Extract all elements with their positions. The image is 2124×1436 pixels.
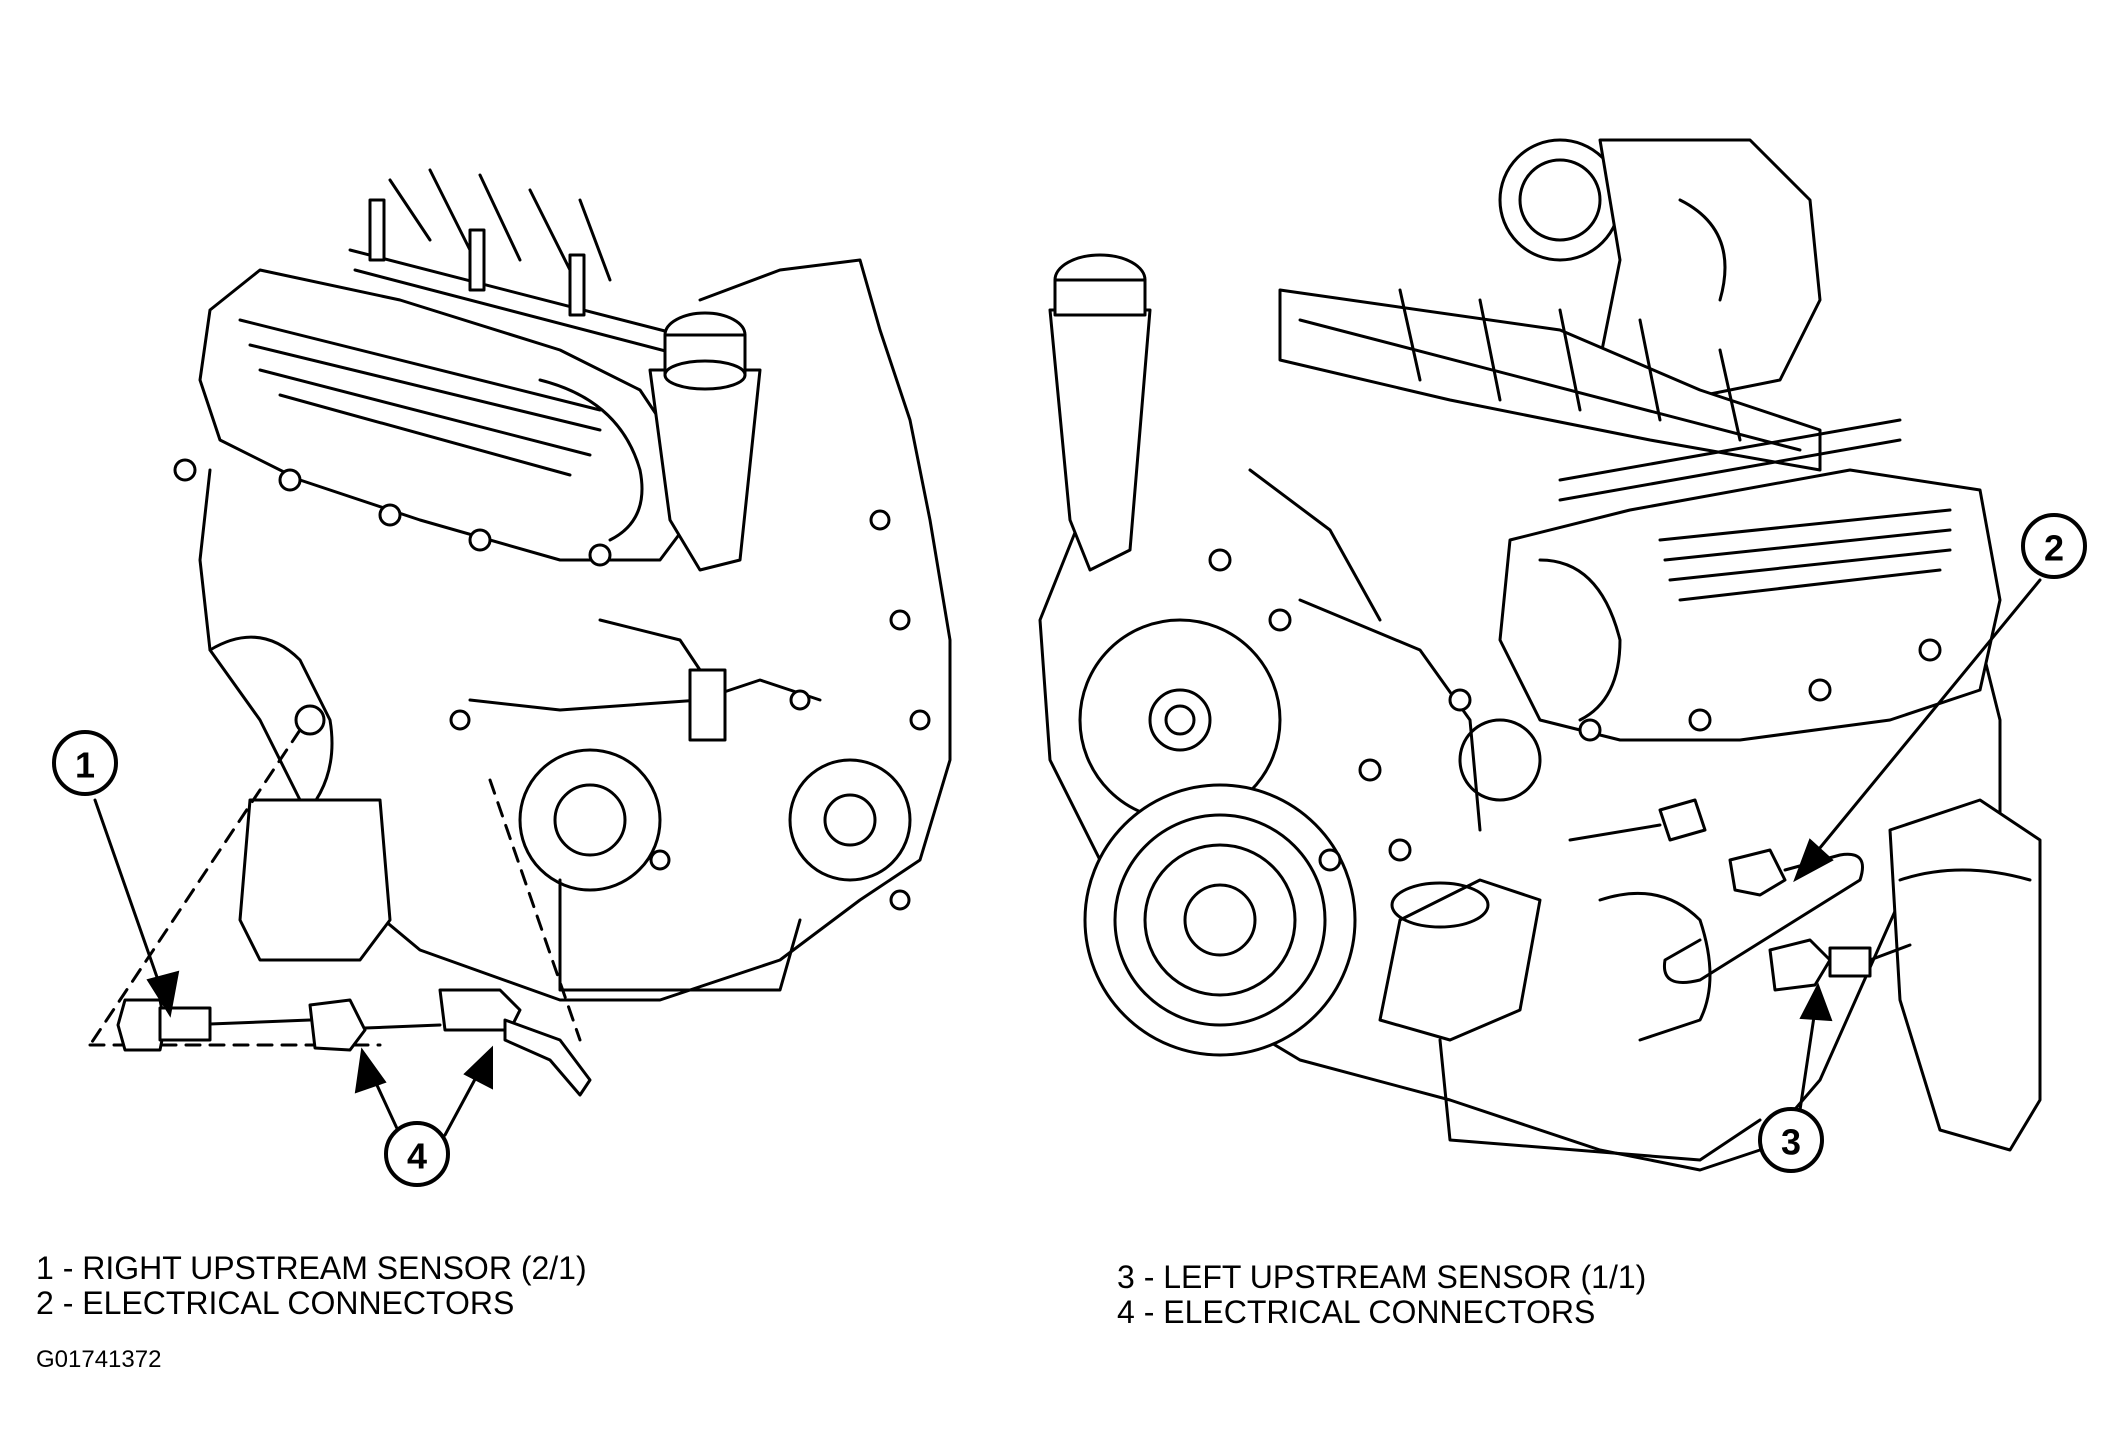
right-engine-illustration xyxy=(1038,138,2042,1172)
callout-2-label: 2 xyxy=(2044,528,2064,569)
callout-4-label: 4 xyxy=(407,1136,427,1177)
callout-2: 2 xyxy=(2021,513,2087,579)
legend-item-4: 4 - ELECTRICAL CONNECTORS xyxy=(1117,1294,1596,1330)
figure-id: G01741372 xyxy=(36,1346,162,1373)
callout-1: 1 xyxy=(52,730,118,796)
right-upstream-sensor xyxy=(116,998,312,1052)
callout-3-label: 3 xyxy=(1781,1122,1801,1163)
callout-4: 4 xyxy=(384,1121,450,1187)
left-engine-illustration xyxy=(88,168,952,1097)
callout-3: 3 xyxy=(1758,1107,1824,1173)
left-upstream-sensor xyxy=(1768,938,1912,992)
callout-1-label: 1 xyxy=(75,745,95,786)
right-sensor-connectors xyxy=(308,988,592,1097)
left-sensor-connectors xyxy=(1568,798,1864,984)
legend-item-1: 1 - RIGHT UPSTREAM SENSOR (2/1) xyxy=(36,1250,587,1286)
legend-item-3: 3 - LEFT UPSTREAM SENSOR (1/1) xyxy=(1117,1259,1647,1295)
legend-item-2: 2 - ELECTRICAL CONNECTORS xyxy=(36,1285,515,1321)
callout-arrows xyxy=(93,578,2042,1137)
